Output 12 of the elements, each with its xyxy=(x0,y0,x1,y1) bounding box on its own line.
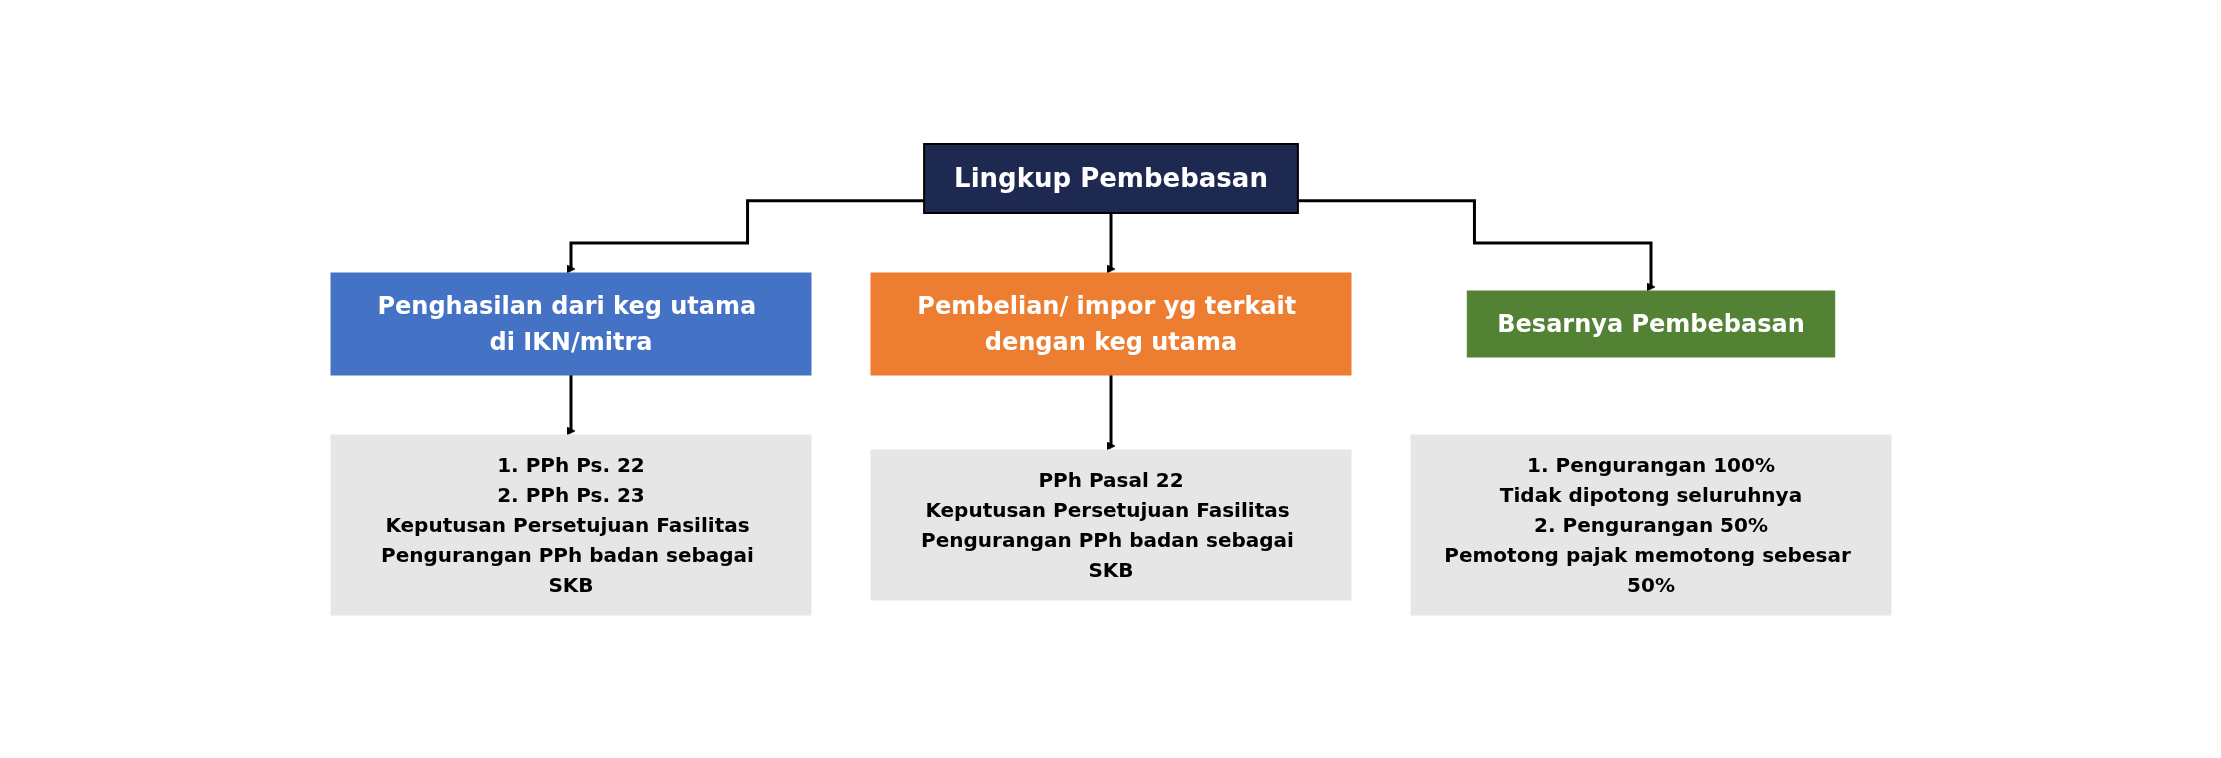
node-box: Lingkup Pembebasan xyxy=(922,142,1299,214)
arrow xyxy=(1106,211,1115,273)
node-box: PPh Pasal 22 Keputusan Persetujuan Fasilitas Pengurangan PPh badan sebagai SKB xyxy=(870,449,1351,600)
arrow xyxy=(566,373,575,435)
node-box: 1. Pengurangan 100% Tidak dipotong seluruhnya 2. Pengurangan 50% Pemotong pajak memotong sebesar 50% xyxy=(1410,434,1891,615)
arrow xyxy=(1297,198,1655,291)
node-box: Penghasilan dari keg utama di IKN/mitra xyxy=(330,272,811,375)
arrow xyxy=(1106,373,1115,450)
node-box: Besarnya Pembebasan xyxy=(1466,290,1835,357)
arrow xyxy=(566,198,924,273)
node-box: 1. PPh Ps. 22 2. PPh Ps. 23 Keputusan Persetujuan Fasilitas Pengurangan PPh badan sebagai SKB xyxy=(330,434,811,615)
node-box: Pembelian/ impor yg terkait dengan keg utama xyxy=(870,272,1351,375)
